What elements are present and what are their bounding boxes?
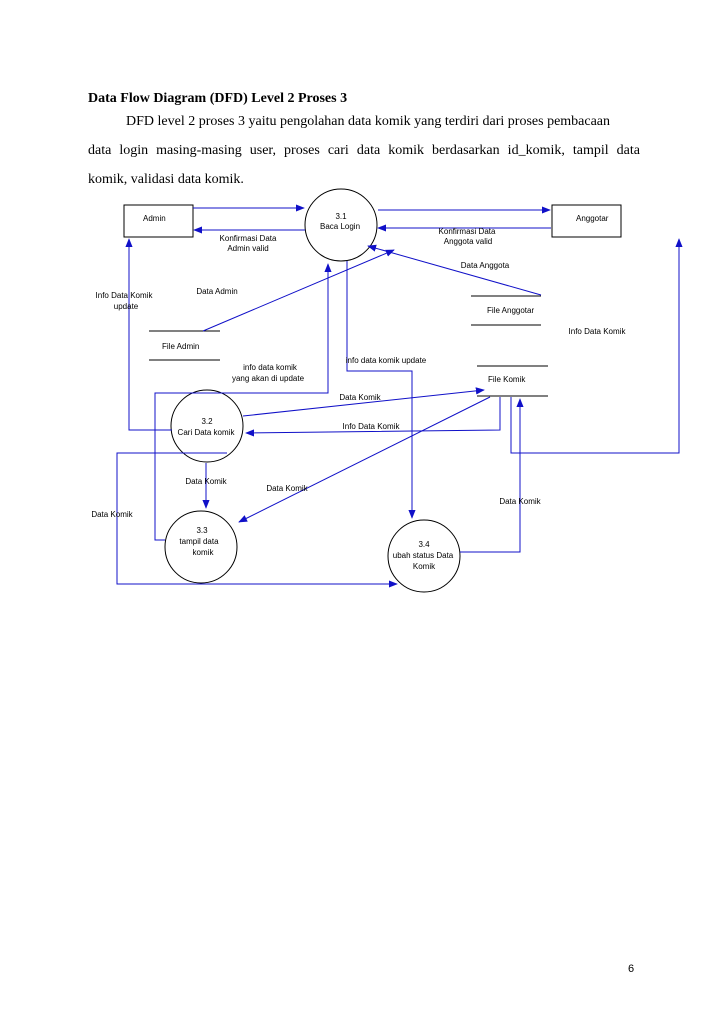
flow-file-komik-to-3-3 [238,396,491,523]
flow-file-anggota-to-3-1 [367,244,542,296]
flow-3-2-to-file-komik [242,387,485,417]
paragraph-line-3: komik, validasi data komik. [88,172,244,187]
process-3-4: 3.4 ubah status Data Komik [387,519,461,593]
flow-3-1-to-3-4 [346,261,416,519]
label-konfirmasi-anggota-2: Anggota valid [444,237,492,246]
process-3-2: 3.2 Cari Data komik [170,389,244,463]
flow-file-admin-to-3-1 [202,249,395,332]
store-file-anggota: File Anggotar [471,295,541,326]
entity-anggota-label: Anggotar [576,214,609,223]
section-heading: Data Flow Diagram (DFD) Level 2 Proses 3 [88,91,348,106]
process-3-3-name-2: komik [193,548,215,557]
label-info-update-1: Info Data Komik [96,291,154,300]
label-data-admin: Data Admin [196,287,237,296]
entity-admin-label: Admin [143,214,166,223]
label-data-komik-mid: Data Komik [266,484,308,493]
flow-3-2-to-admin [125,238,172,431]
flow-file-komik-to-anggota [510,238,683,454]
store-file-admin-label: File Admin [162,342,199,351]
label-info-komik-update: info data komik update [346,356,427,365]
process-3-3: 3.3 tampil data komik [164,510,238,584]
process-3-4-id: 3.4 [418,540,430,549]
label-info-akan-update-1: info data komik [243,363,298,372]
flow-3-4-to-file-komik [460,398,524,553]
label-konfirmasi-admin-1: Konfirmasi Data [220,234,277,243]
process-3-1-name: Baca Login [320,222,360,231]
label-data-komik-left: Data Komik [91,510,133,519]
label-data-komik-right: Data Komik [499,497,541,506]
process-3-1: 3.1 Baca Login [304,188,378,262]
store-file-admin: File Admin [149,330,220,361]
store-file-komik-label: File Komik [488,375,526,384]
process-3-2-id: 3.2 [201,417,213,426]
paragraph-line-2: data login masing-masing user, proses ca… [88,143,640,158]
label-konfirmasi-admin-2: Admin valid [227,244,268,253]
label-info-data-komik-mid: Info Data Komik [343,422,401,431]
flow-3-3-to-3-1 [154,263,332,541]
flow-file-komik-to-3-2 [245,397,501,437]
store-file-komik: File Komik [477,365,548,397]
paragraph-line-1: DFD level 2 proses 3 yaitu pengolahan da… [126,114,611,129]
entity-anggota: Anggotar [551,204,622,238]
label-data-komik-32-33: Data Komik [185,477,227,486]
process-3-4-name-2: Komik [413,562,436,571]
process-3-4-name-1: ubah status Data [393,551,454,560]
label-konfirmasi-anggota-1: Konfirmasi Data [439,227,496,236]
entity-admin: Admin [123,204,194,238]
label-data-anggota: Data Anggota [461,261,510,270]
store-file-anggota-label: File Anggotar [487,306,534,315]
process-3-3-name-1: tampil data [179,537,219,546]
label-info-update-2: update [114,302,139,311]
label-info-data-komik-right: Info Data Komik [569,327,627,336]
flow-3-2-to-3-4 [116,452,398,588]
flow-lines [116,204,683,588]
process-3-1-id: 3.1 [335,212,347,221]
page-number: 6 [628,963,635,975]
label-info-akan-update-2: yang akan di update [232,374,305,383]
label-data-komik-top: Data Komik [339,393,381,402]
process-3-2-name: Cari Data komik [178,428,236,437]
process-3-3-id: 3.3 [196,526,208,535]
